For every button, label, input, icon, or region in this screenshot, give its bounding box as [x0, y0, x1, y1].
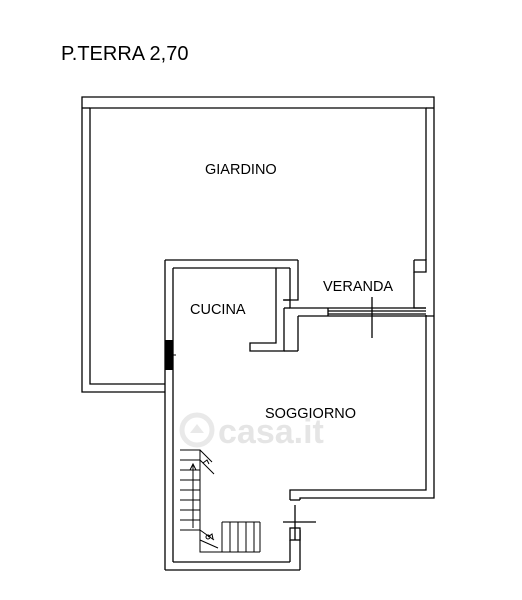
room-label-cucina: CUCINA	[190, 302, 246, 318]
room-label-giardino: GIARDINO	[205, 162, 277, 178]
room-label-veranda: VERANDA	[323, 279, 393, 295]
entrance-door-marker	[283, 505, 316, 540]
floor-title: P.TERRA 2,70	[61, 43, 188, 65]
watermark-text: casa.it	[218, 413, 324, 451]
house-outer-walls	[164, 259, 435, 571]
staircase	[180, 449, 261, 553]
room-label-soggiorno: SOGGIORNO	[265, 406, 356, 422]
veranda-walls	[283, 259, 435, 317]
kitchen-walls	[249, 268, 299, 352]
garden-boundary	[81, 96, 435, 393]
casa-logo-icon	[179, 412, 215, 448]
